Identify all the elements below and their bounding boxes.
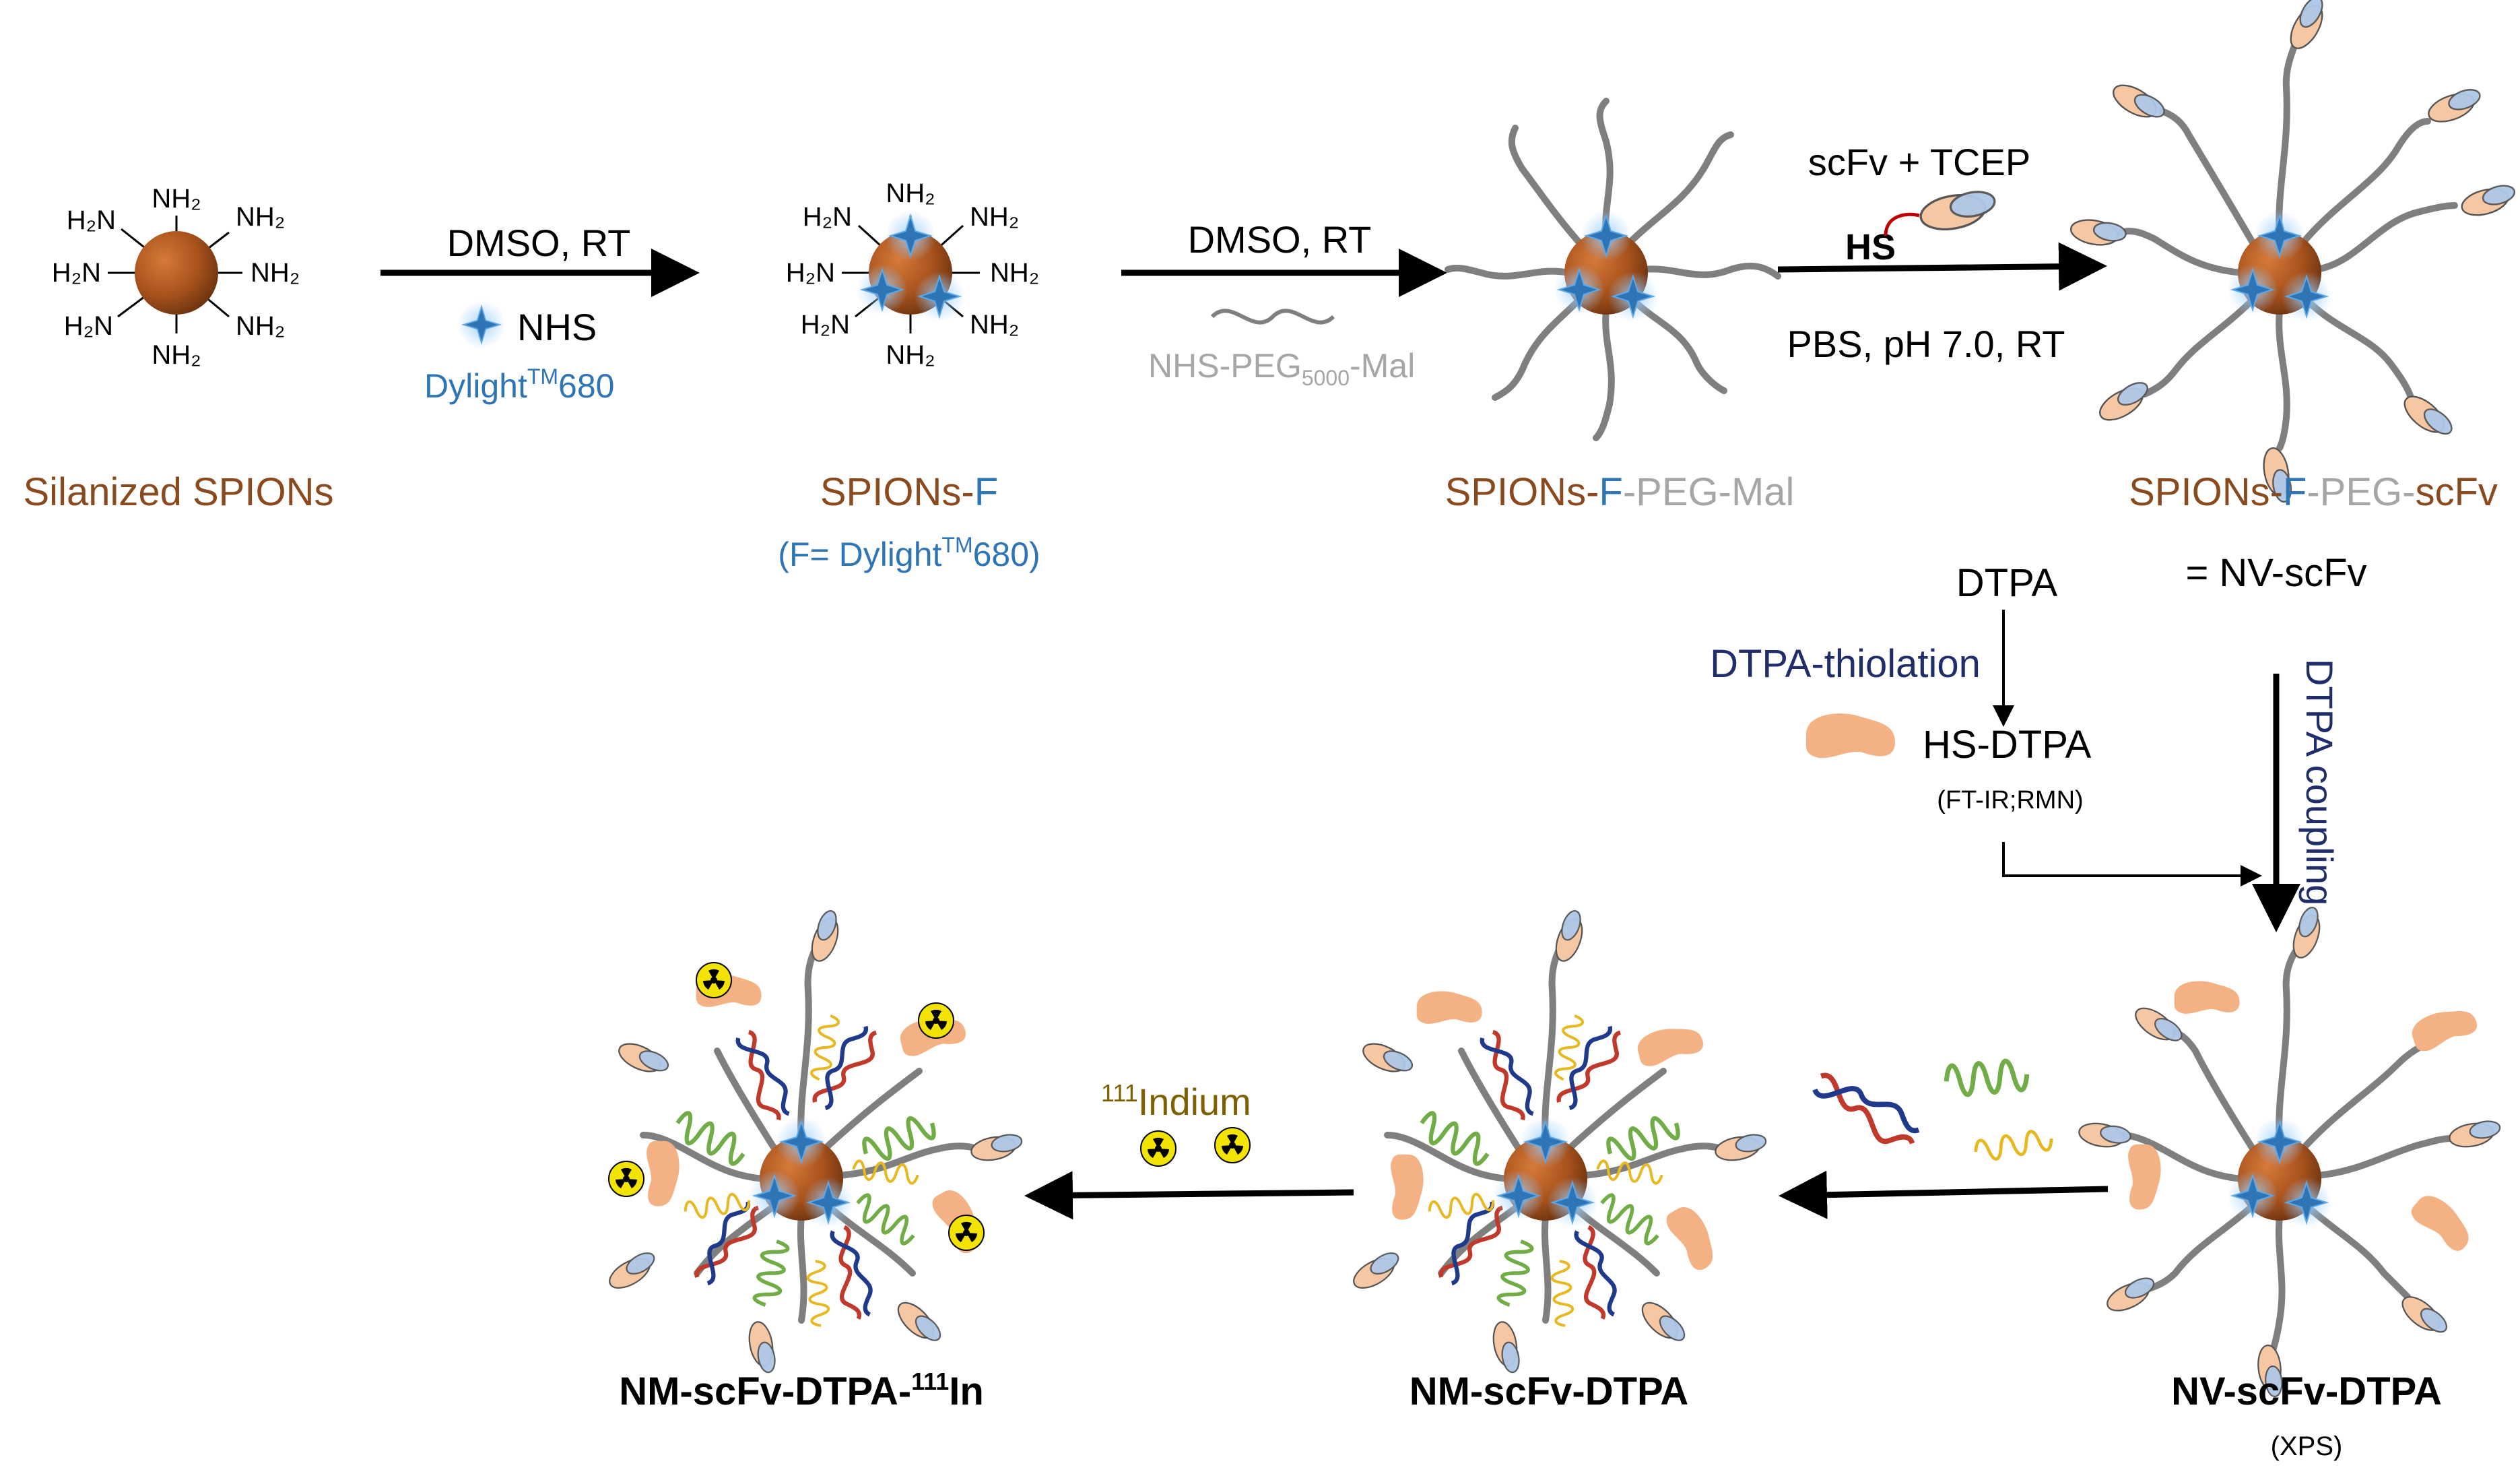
label-nm-scfv-dtpa: NM-scFv-DTPA xyxy=(1410,1370,1689,1413)
nhs-label: NHS xyxy=(517,306,597,348)
green-helix-icon xyxy=(1945,1059,2028,1096)
dtpa-thiolation-label: DTPA-thiolation xyxy=(1710,642,1981,686)
dye-stars xyxy=(1554,210,1659,322)
amine-group: H₂N xyxy=(52,258,101,288)
step3-reaction: scFv + TCEP HS PBS, pH 7.0, RT xyxy=(1777,141,2107,365)
yellow-helix-icon xyxy=(1974,1128,2053,1163)
amine-group: NH₂ xyxy=(990,258,1039,288)
label-spions-f-peg-scfv: SPIONs-F-PEG-scFv xyxy=(2129,470,2498,514)
label-spions-f: SPIONs-F xyxy=(820,470,998,514)
dtpa-label: DTPA xyxy=(1956,561,2058,605)
silanized-spion: NH₂ NH₂ NH₂ NH₂ NH₂ H₂N H₂N H₂N xyxy=(52,184,300,370)
nv-scfv-dtpa xyxy=(2076,904,2503,1398)
nanoparticle-core xyxy=(135,231,218,315)
step1-reaction: DMSO, RT NHS DylightTM680 xyxy=(380,222,700,405)
amine-group: H₂N xyxy=(803,202,852,232)
hs-dtpa-icon xyxy=(1805,713,1895,759)
nm-scfv-dtpa-111in xyxy=(604,907,1025,1376)
label-xps: (XPS) xyxy=(2271,1431,2343,1461)
label-nv-scfv-dtpa: NV-scFv-DTPA xyxy=(2171,1370,2442,1413)
thiol-label: HS xyxy=(1845,227,1896,267)
dtpa-thiolation-branch: DTPA DTPA-thiolation HS-DTPA (FT-IR;RMN) xyxy=(1710,561,2262,887)
amine-group: H₂N xyxy=(67,205,116,235)
spions-f: NH₂ NH₂ NH₂ NH₂ NH₂ H₂N H₂N H₂N xyxy=(786,179,1040,370)
amine-group: NH₂ xyxy=(886,179,935,208)
peg-reagent-label: NHS-PEG5000-Mal xyxy=(1148,347,1415,390)
reaction-arrow xyxy=(1779,1170,2109,1219)
amine-group: H₂N xyxy=(801,310,850,340)
label-nm-scfv-dtpa-111in: NM-scFv-DTPA-111In xyxy=(619,1368,984,1413)
step3-conditions: PBS, pH 7.0, RT xyxy=(1787,323,2065,365)
amine-group: NH₂ xyxy=(236,202,285,232)
reaction-arrow xyxy=(1024,1171,1354,1220)
label-spions-f-peg-mal: SPIONs-F-PEG-Mal xyxy=(1445,470,1795,514)
label-nv-scfv: = NV-scFv xyxy=(2185,551,2366,595)
dna-icon xyxy=(1808,1072,1924,1153)
dye-stars xyxy=(857,210,965,322)
amine-group: NH₂ xyxy=(236,311,285,341)
hs-dtpa-characterization: (FT-IR;RMN) xyxy=(1937,786,2083,814)
amine-group: H₂N xyxy=(786,258,835,288)
reaction-arrow xyxy=(1777,242,2107,291)
nm-scfv-dtpa xyxy=(1348,907,1769,1376)
label-dye-definition: (F= DylightTM680) xyxy=(778,533,1040,573)
amine-group: NH₂ xyxy=(152,340,201,370)
amine-group: NH₂ xyxy=(970,310,1019,340)
spions-f-peg-mal xyxy=(1445,98,1781,441)
indium-labeling-step: 111Indium xyxy=(1024,1079,1354,1220)
amine-group: NH₂ xyxy=(152,184,201,214)
dye-star-icon xyxy=(457,300,506,349)
amine-group: NH₂ xyxy=(251,258,300,288)
step2-reaction: DMSO, RT NHS-PEG5000-Mal xyxy=(1121,218,1447,390)
step3-reagents: scFv + TCEP xyxy=(1808,141,2030,183)
radioactive-icon xyxy=(1140,1130,1176,1167)
dye-stars xyxy=(2227,210,2332,322)
amine-group: NH₂ xyxy=(886,340,935,370)
dye-stars xyxy=(1493,1116,1598,1228)
dtpa-coupling-label: DTPA coupling xyxy=(2298,659,2341,905)
label-silanized-spions: Silanized SPIONs xyxy=(24,470,334,514)
step1-conditions: DMSO, RT xyxy=(447,222,631,264)
amine-group: NH₂ xyxy=(970,202,1019,232)
dye-stars xyxy=(749,1116,854,1228)
dtpa-join-arrow xyxy=(2002,842,2262,887)
peg-chain-icon xyxy=(1210,309,1335,325)
step2-conditions: DMSO, RT xyxy=(1188,218,1372,261)
scfv-icon xyxy=(1917,187,1999,235)
dye-label: DylightTM680 xyxy=(424,364,614,405)
hs-dtpa-label: HS-DTPA xyxy=(1923,723,2092,767)
thiol-linker-icon xyxy=(1884,212,1920,236)
indium-label: 111Indium xyxy=(1101,1079,1251,1123)
amine-group: H₂N xyxy=(64,311,113,341)
radioactive-icon xyxy=(1214,1127,1251,1163)
dtpa-coupling-step: DTPA coupling xyxy=(2252,659,2341,932)
dye-stars xyxy=(2227,1116,2332,1228)
nucleic-acid-loading-step xyxy=(1779,1059,2109,1219)
spions-f-peg-scfv xyxy=(2068,0,2519,505)
